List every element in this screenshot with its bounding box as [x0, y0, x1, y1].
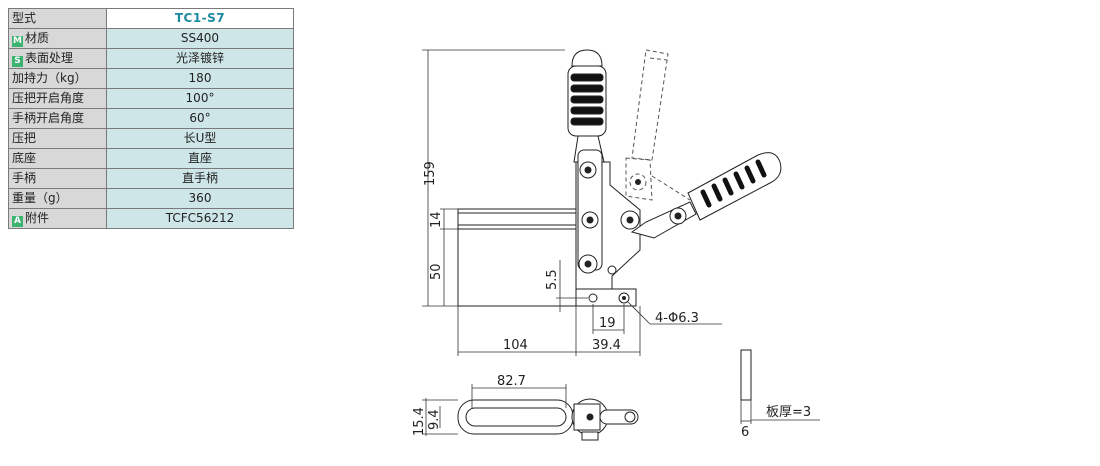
spec-key: 手柄开启角度: [8, 108, 107, 129]
top-view: [457, 398, 639, 441]
material-badge-icon: M: [12, 36, 23, 47]
dim-plate-thickness-label: 板厚=3: [766, 405, 811, 420]
spec-key: 压把: [8, 128, 107, 149]
spec-key-text: 手柄开启角度: [12, 111, 85, 125]
spec-value-model: TC1-S7: [106, 8, 294, 29]
spec-row: 手柄开启角度 60°: [8, 108, 294, 129]
dim-arm-thickness: 14: [429, 211, 444, 228]
spec-value: 180: [106, 68, 294, 89]
top-view-dimensions: [422, 384, 567, 436]
dim-total-height: 159: [423, 161, 438, 186]
spec-key: 底座: [8, 148, 107, 169]
dim-base-length: 39.4: [592, 338, 621, 353]
spec-key: 手柄: [8, 168, 107, 189]
plate-section: [740, 349, 752, 401]
spec-value: 光泽镀锌: [106, 48, 294, 69]
spec-row: 加持力（kg） 180: [8, 68, 294, 89]
dim-arm-length: 104: [503, 338, 528, 353]
mount-hole: [588, 293, 598, 303]
dim-top-length: 82.7: [497, 374, 526, 389]
spec-value: 100°: [106, 88, 294, 109]
spec-key: 型式: [8, 8, 107, 29]
vertical-handle-cap: [571, 49, 603, 67]
spec-value: 360: [106, 188, 294, 209]
plate-thickness-view: [740, 349, 820, 424]
spec-key: 重量（g）: [8, 188, 107, 209]
spec-row: 底座 直座: [8, 148, 294, 169]
spec-row: 型式 TC1-S7: [8, 8, 294, 29]
dimension-lines: [422, 49, 722, 356]
spec-key: 加持力（kg）: [8, 68, 107, 89]
dim-top-height-inner: 9.4: [427, 409, 442, 430]
dim-offset: 5.5: [545, 269, 560, 290]
dim-top-height-outer: 15.4: [412, 407, 427, 436]
pivot-pins: [578, 161, 640, 275]
spec-value: 直座: [106, 148, 294, 169]
dim-plate-thickness-value: 6: [741, 425, 749, 440]
spec-value: TCFC56212: [106, 208, 294, 229]
open-handle-grip: [687, 152, 782, 221]
clamp-arm: [457, 208, 577, 230]
vertical-handle-ribs: [570, 73, 604, 126]
spec-value: 长U型: [106, 128, 294, 149]
top-view-arm: [457, 399, 574, 435]
spec-row: 压把 长U型: [8, 128, 294, 149]
spec-row: 手柄 直手柄: [8, 168, 294, 189]
spec-key: 压把开启角度: [8, 88, 107, 109]
accessory-badge-icon: A: [12, 216, 23, 227]
dashed-handle-position: [625, 49, 691, 201]
spec-key-text: 底座: [12, 151, 37, 165]
spec-key-text: 手柄: [12, 171, 37, 185]
spec-value: SS400: [106, 28, 294, 49]
spec-key-text: 表面处理: [25, 51, 74, 65]
spec-key-text: 加持力（kg）: [12, 71, 87, 85]
spec-key-text: 材质: [25, 31, 50, 45]
spec-key-text: 型式: [12, 11, 37, 25]
dim-hole-pitch: 19: [599, 316, 616, 331]
open-handle-ribs: [700, 159, 767, 208]
spec-key-text: 附件: [25, 211, 50, 225]
base-block: [457, 228, 577, 307]
spec-value: 直手柄: [106, 168, 294, 189]
spec-row: 压把开启角度 100°: [8, 88, 294, 109]
dim-base-height: 50: [429, 263, 444, 280]
spec-value: 60°: [106, 108, 294, 129]
spec-key-text: 重量（g）: [12, 191, 68, 205]
spec-key-text: 压把开启角度: [12, 91, 85, 105]
dim-holes: 4-Φ6.3: [655, 311, 699, 326]
spec-row: 重量（g） 360: [8, 188, 294, 209]
open-handle-shaft: [630, 201, 697, 239]
surface-badge-icon: S: [12, 56, 23, 67]
spec-key-text: 压把: [12, 131, 37, 145]
